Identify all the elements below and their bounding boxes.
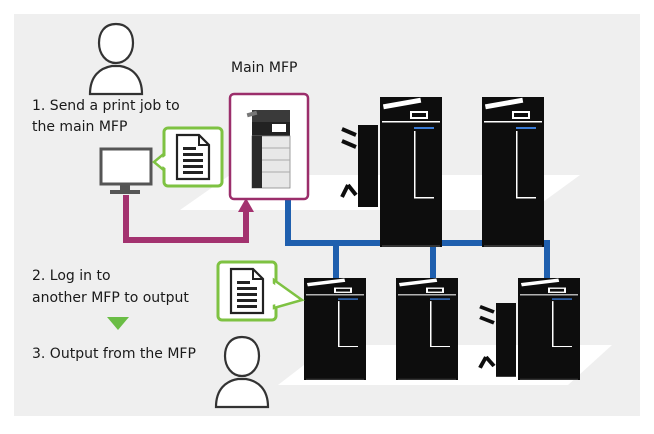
main-mfp-label: Main MFP [231, 60, 298, 76]
step1-line2: the main MFP [32, 119, 128, 135]
step2-line1: 2. Log in to [32, 268, 111, 284]
monitor-icon [99, 147, 153, 194]
mfp-lower-left [304, 278, 366, 380]
document-icon [229, 267, 265, 315]
document-icon [175, 133, 211, 181]
mfp-lower-right [518, 278, 580, 380]
mfp-upper-middle [380, 97, 442, 247]
step3-label: 3. Output from the MFP [32, 346, 196, 362]
document-callout-upper [152, 126, 224, 188]
mfp-upper-right [482, 97, 544, 247]
document-callout-lower [216, 260, 305, 322]
arrow-down-icon [107, 317, 129, 330]
mfp-lower-middle [396, 278, 458, 380]
main-mfp [246, 110, 291, 189]
step1-line1: 1. Send a print job to [32, 98, 180, 114]
step2-line2: another MFP to output [32, 290, 189, 306]
print-path-arrow [123, 195, 254, 243]
